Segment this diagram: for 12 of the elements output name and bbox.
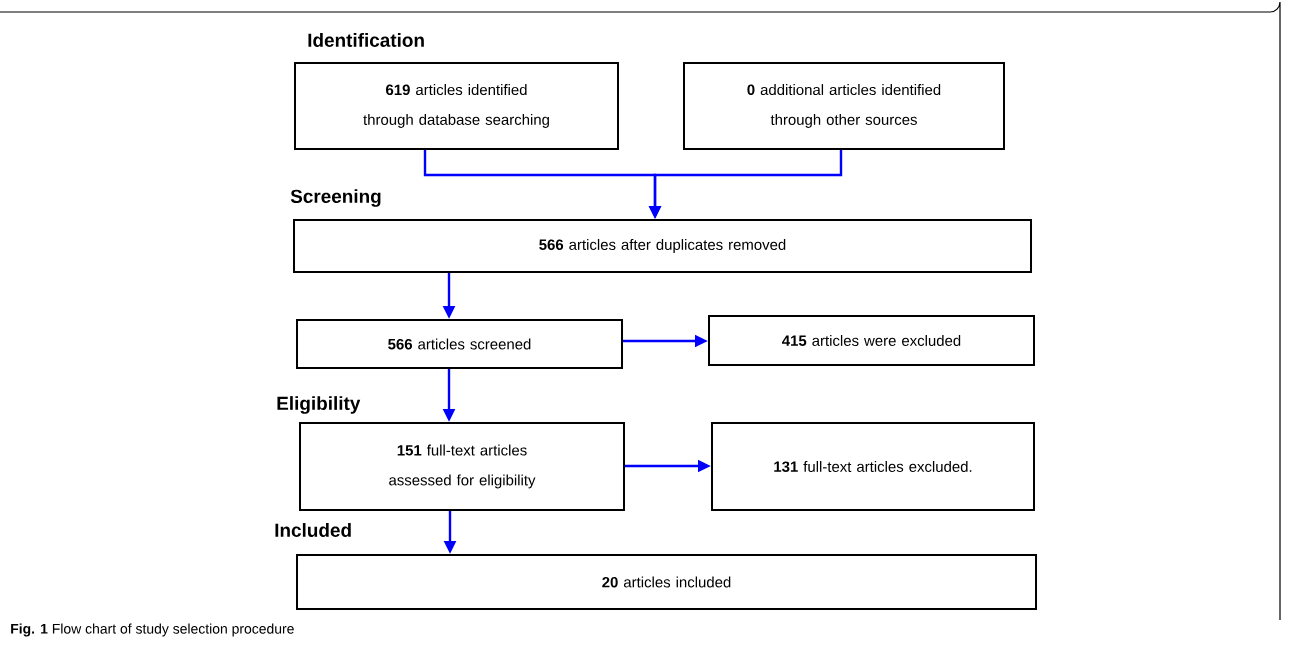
stage-heading: Screening xyxy=(290,189,381,207)
process-box: 151 full-text articles assessed for eligibility xyxy=(299,422,625,511)
process-box: 566 articles screened xyxy=(296,319,623,369)
stage-heading: Included xyxy=(275,523,351,537)
process-box: 20 articles included xyxy=(296,554,1037,610)
process-box: 415 articles were excluded xyxy=(708,315,1035,366)
process-box: 0 additional articles identified through other sources xyxy=(683,62,1005,150)
stage-heading: Eligibility xyxy=(277,396,361,414)
process-box: 131 full-text articles excluded. xyxy=(711,422,1035,511)
process-box: 619 articles identified through database searching xyxy=(294,62,619,150)
figure-caption: Fig. 1 Flow chart of study selection procedure xyxy=(11,623,294,637)
process-box: 566 articles after duplicates removed xyxy=(293,219,1032,273)
